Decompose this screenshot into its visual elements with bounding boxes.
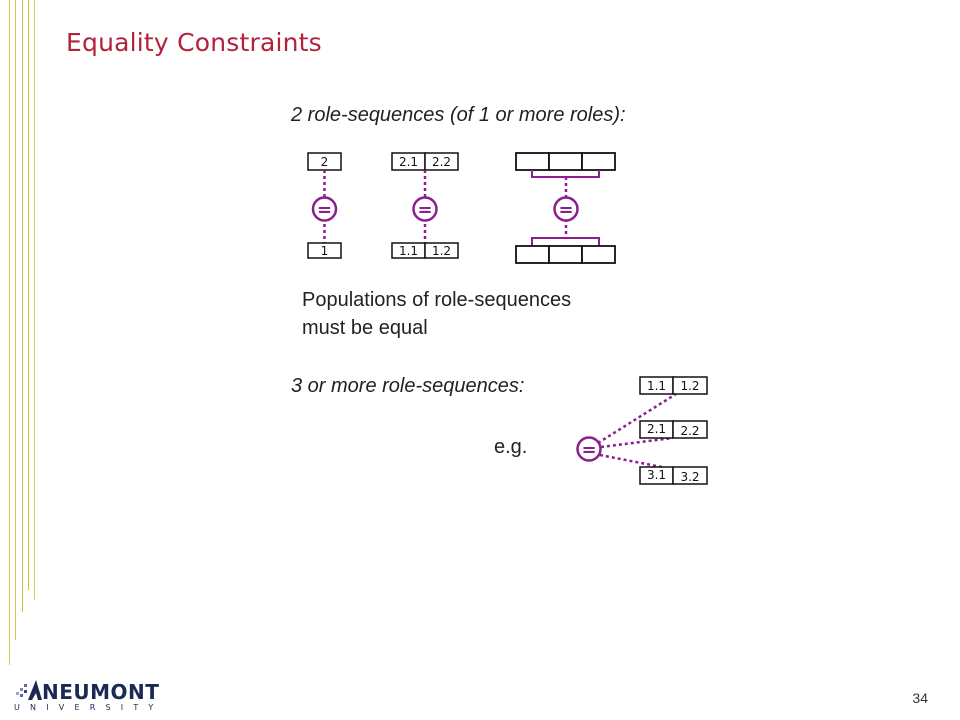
- role-label: 1.1: [647, 379, 666, 393]
- equality-sign: =: [558, 200, 573, 221]
- equality-constraint-symbol: [553, 196, 579, 222]
- role-label: 2.1: [647, 422, 666, 436]
- page-number: 34: [912, 690, 928, 706]
- role-label: 2: [321, 155, 329, 169]
- role-label: 1.2: [432, 244, 451, 258]
- logo-mark-icon: [16, 680, 42, 700]
- role-label: 2.2: [432, 155, 451, 169]
- decor-rule-3: [22, 0, 23, 612]
- role-box: [515, 245, 550, 264]
- role-box: [515, 152, 550, 171]
- populations-line-1: Populations of role-sequences: [302, 289, 572, 311]
- decor-rule-2: [15, 0, 16, 640]
- logo-subtitle: UNIVERSITY: [14, 703, 164, 712]
- equality-constraint-symbol: [311, 196, 338, 222]
- role-box: [424, 152, 459, 171]
- role-label: 1.2: [680, 379, 699, 393]
- role-box: [424, 242, 459, 259]
- decor-rule-1: [9, 0, 10, 665]
- role-box: [581, 245, 616, 264]
- role-box: [672, 376, 708, 395]
- equality-sign: =: [417, 200, 432, 221]
- role-label: 2.1: [399, 155, 418, 169]
- dotted-connector: [600, 436, 673, 449]
- role-box: [672, 420, 708, 439]
- role-box: [548, 152, 583, 171]
- role-box: [307, 242, 342, 259]
- logo-wordmark: NEUMONT: [42, 680, 160, 704]
- slide-title: Equality Constraints: [66, 28, 322, 57]
- example-three-roles: =: [515, 152, 616, 264]
- example-single-role: 2 = 1: [307, 152, 342, 259]
- role-box: [672, 466, 708, 485]
- populations-line-2: must be equal: [302, 317, 428, 339]
- role-label: 2.2: [680, 424, 699, 438]
- equality-sign: =: [581, 440, 596, 461]
- role-label: 3.1: [647, 468, 666, 482]
- role-box: [581, 152, 616, 171]
- role-label: 3.2: [680, 470, 699, 484]
- neumont-logo: NEUMONT UNIVERSITY: [14, 678, 174, 716]
- eg-label: e.g.: [494, 436, 528, 458]
- role-label: 1.1: [399, 244, 418, 258]
- equality-constraint-symbol: [576, 436, 602, 462]
- role-bracket-top: [531, 170, 600, 178]
- equality-sign: =: [317, 200, 332, 221]
- decor-rule-4: [28, 0, 29, 590]
- heading-three-sequences: 3 or more role-sequences:: [291, 375, 525, 397]
- equality-constraint-symbol: [412, 196, 438, 222]
- example-three-sequences: 1.1 1.2 2.1 2.2 3.1 3.2 =: [576, 376, 708, 485]
- heading-two-sequences: 2 role-sequences (of 1 or more roles):: [291, 104, 626, 126]
- role-bracket-bottom: [531, 237, 600, 246]
- populations-text: Populations of role-sequences must be eq…: [302, 286, 571, 342]
- role-box: [548, 245, 583, 264]
- decor-rule-5: [34, 0, 35, 600]
- example-two-roles: 2.1 2.2 = 1.1 1.2: [391, 152, 459, 259]
- role-label: 1: [321, 244, 329, 258]
